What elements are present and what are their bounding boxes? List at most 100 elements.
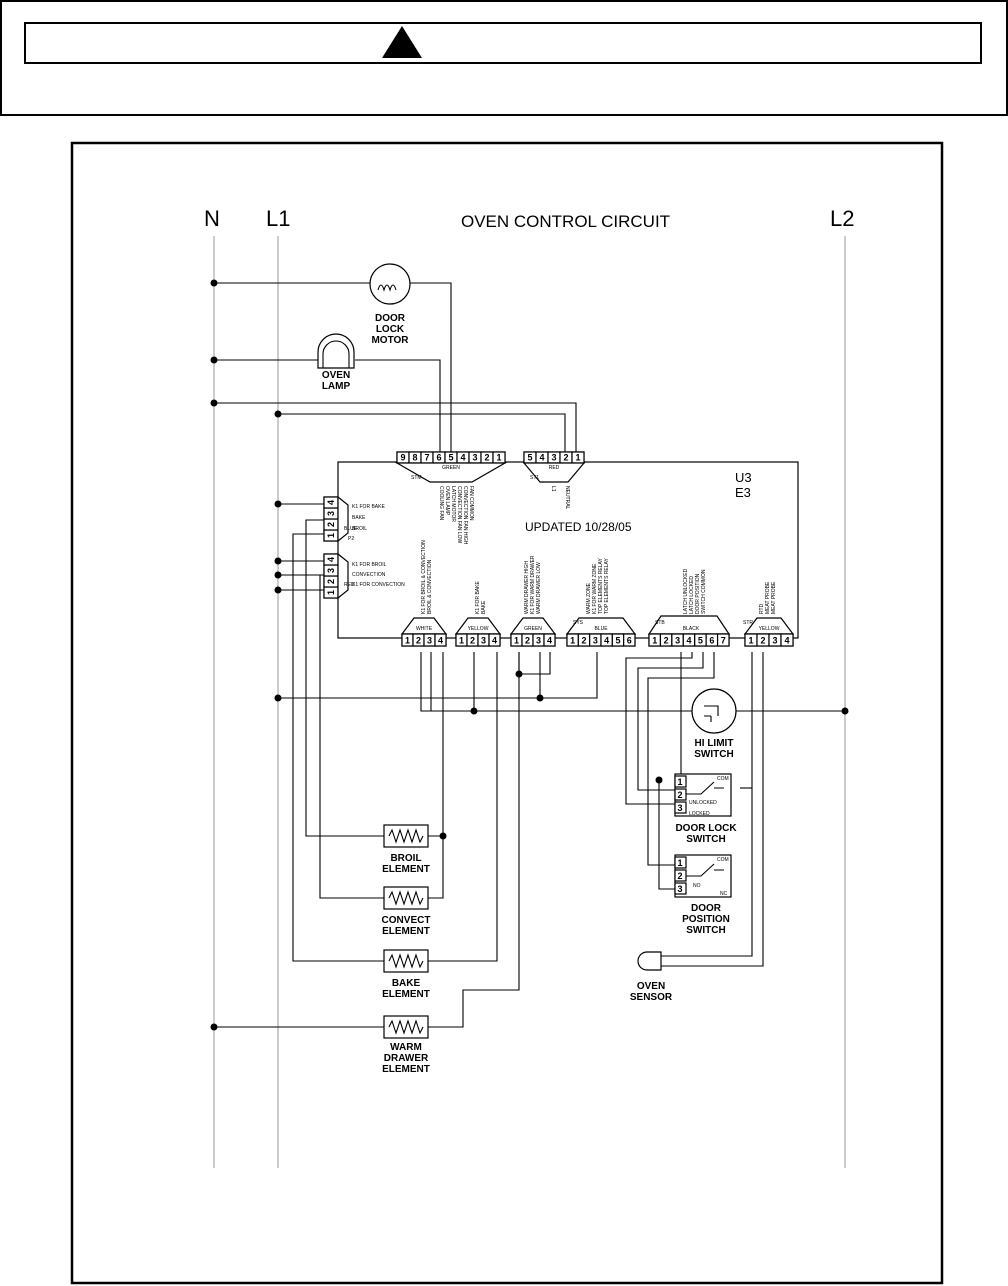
door-lock-label-1: DOOR LOCK bbox=[675, 823, 737, 834]
yellow-right-label: YELLOW bbox=[759, 626, 780, 632]
blue-side-id: P2 bbox=[348, 536, 354, 542]
oven-lamp: OVEN LAMP bbox=[317, 333, 355, 392]
black-fine-label: SWITCH COMMON bbox=[701, 569, 707, 614]
convect-element: CONVECT ELEMENT bbox=[382, 886, 430, 937]
green_top-pin-number: 2 bbox=[484, 453, 489, 463]
black-label: BLACK bbox=[683, 626, 700, 632]
black-pin-number: 3 bbox=[675, 636, 680, 646]
red_top-pin-number: 3 bbox=[551, 453, 556, 463]
blue-pin-number: 3 bbox=[593, 636, 598, 646]
red_top-fine-label: NEUTRAL bbox=[564, 486, 570, 510]
yellow_right-pin-cell bbox=[780, 633, 794, 647]
diagram-frame bbox=[70, 141, 944, 1285]
green_top-fine-label: CONVECTION FAN LOW bbox=[456, 486, 462, 544]
door-lock-motor: DOOR LOCK MOTOR bbox=[369, 263, 411, 346]
blue-fine-label: K1 FOR WARM ZONE bbox=[592, 563, 598, 614]
board-id: U3 bbox=[735, 470, 752, 485]
red-top-label: RED bbox=[549, 465, 560, 471]
wiring bbox=[214, 282, 845, 1028]
yellow-pin-cell bbox=[488, 633, 501, 647]
green-fine-label: K1 FOR WARM DRAWER bbox=[530, 555, 536, 614]
blue-fine-label: WARM ZONE bbox=[586, 582, 592, 614]
green-pin-number: 3 bbox=[536, 636, 541, 646]
green-pin-number: 4 bbox=[547, 636, 552, 646]
oven-sensor-label-2: SENSOR bbox=[630, 992, 673, 1003]
oven-lamp-label-2: LAMP bbox=[322, 381, 351, 392]
red_side-fine-label: CONVECTION bbox=[352, 572, 386, 578]
board-revision: E3 bbox=[735, 485, 751, 500]
yellow-label: YELLOW bbox=[468, 626, 489, 632]
green-pin-number: 1 bbox=[514, 636, 519, 646]
green-fine-label: WARM DRAWER HIGH bbox=[524, 561, 530, 614]
door-pos-nc: NC bbox=[720, 891, 728, 897]
blue-pin-number: 5 bbox=[615, 636, 620, 646]
red_top-pin-number: 1 bbox=[575, 453, 580, 463]
red-side-label: RED bbox=[344, 582, 355, 588]
bake-label-2: ELEMENT bbox=[382, 989, 430, 1000]
neutral-label: N bbox=[204, 206, 220, 231]
door-lock-locked: LOCKED bbox=[689, 811, 710, 817]
door-pos-pin-2: 2 bbox=[677, 871, 682, 881]
door-lock-pin-3: 3 bbox=[677, 803, 682, 813]
white-pin-number: 1 bbox=[405, 636, 410, 646]
blue-pin-number: 6 bbox=[627, 636, 632, 646]
blue_side-pin-number: 3 bbox=[326, 511, 336, 516]
green-pin-number: 2 bbox=[525, 636, 530, 646]
red_side-pin-number: 4 bbox=[326, 557, 336, 562]
hi-limit-label-2: SWITCH bbox=[694, 749, 733, 760]
blue-side-label: BLUE bbox=[344, 526, 358, 532]
door-lock-pin-2: 2 bbox=[677, 790, 682, 800]
red_top-pin-number: 2 bbox=[563, 453, 568, 463]
hi-limit-label-1: HI LIMIT bbox=[695, 738, 734, 749]
blue_side-pin-number: 4 bbox=[326, 500, 336, 505]
green_top-fine-label: LATCH MOTOR bbox=[450, 486, 456, 522]
yellow_right-pin-number: 4 bbox=[784, 636, 789, 646]
green_top-fine-label: FAN COMMON bbox=[468, 486, 474, 521]
red-top-id: ST1 bbox=[530, 475, 539, 481]
red_side-fine-label: K1 FOR CONVECTION bbox=[352, 582, 405, 588]
white-pin-number: 4 bbox=[438, 636, 443, 646]
door-pos-pin-3: 3 bbox=[677, 884, 682, 894]
yellow_right-pin-number: 1 bbox=[748, 636, 753, 646]
red_side-fine-label: K1 FOR BROIL bbox=[352, 562, 387, 568]
door-lock-label-2: SWITCH bbox=[686, 834, 725, 845]
oven-sensor: OVEN SENSOR bbox=[630, 951, 673, 1003]
red_side-pin-number: 2 bbox=[326, 579, 336, 584]
blue-id: SYS bbox=[573, 620, 584, 626]
door-lock-motor-label-1: DOOR bbox=[375, 313, 406, 324]
blue-pin-cell bbox=[623, 633, 636, 647]
white-fine-label: BROIL & CONVECTION bbox=[427, 559, 433, 614]
green_top-pin-number: 6 bbox=[436, 453, 441, 463]
broil-label-1: BROIL bbox=[390, 853, 421, 864]
control-board bbox=[337, 461, 799, 639]
black-pin-cell bbox=[716, 633, 730, 647]
green-top-id: STM bbox=[411, 475, 422, 481]
green_top-pin-number: 1 bbox=[496, 453, 501, 463]
blue-pin-number: 4 bbox=[604, 636, 609, 646]
white-label: WHITE bbox=[416, 626, 433, 632]
door-pos-no: NO bbox=[693, 883, 701, 889]
green_top-pin-number: 5 bbox=[448, 453, 453, 463]
red_top-pin-number: 5 bbox=[527, 453, 532, 463]
warm-drawer-label-2: DRAWER bbox=[384, 1053, 429, 1064]
green-pin-cell bbox=[543, 633, 556, 647]
yellow-pin-number: 3 bbox=[481, 636, 486, 646]
yellow-fine-label: K1 FOR BAKE bbox=[475, 581, 481, 614]
black-pin-number: 5 bbox=[698, 636, 703, 646]
green_top-fine-label: OVEN LAMP bbox=[444, 486, 450, 516]
yellow_right-fine-label: MEAT PROBE bbox=[765, 581, 771, 614]
warm-drawer-element: WARM DRAWER ELEMENT bbox=[382, 1015, 430, 1075]
broil-label-2: ELEMENT bbox=[382, 864, 430, 875]
door-lock-com: COM bbox=[717, 776, 729, 782]
yellow_right-pin-number: 3 bbox=[772, 636, 777, 646]
blue-fine-label: TOP ELEMENTS RELAY bbox=[604, 557, 610, 614]
